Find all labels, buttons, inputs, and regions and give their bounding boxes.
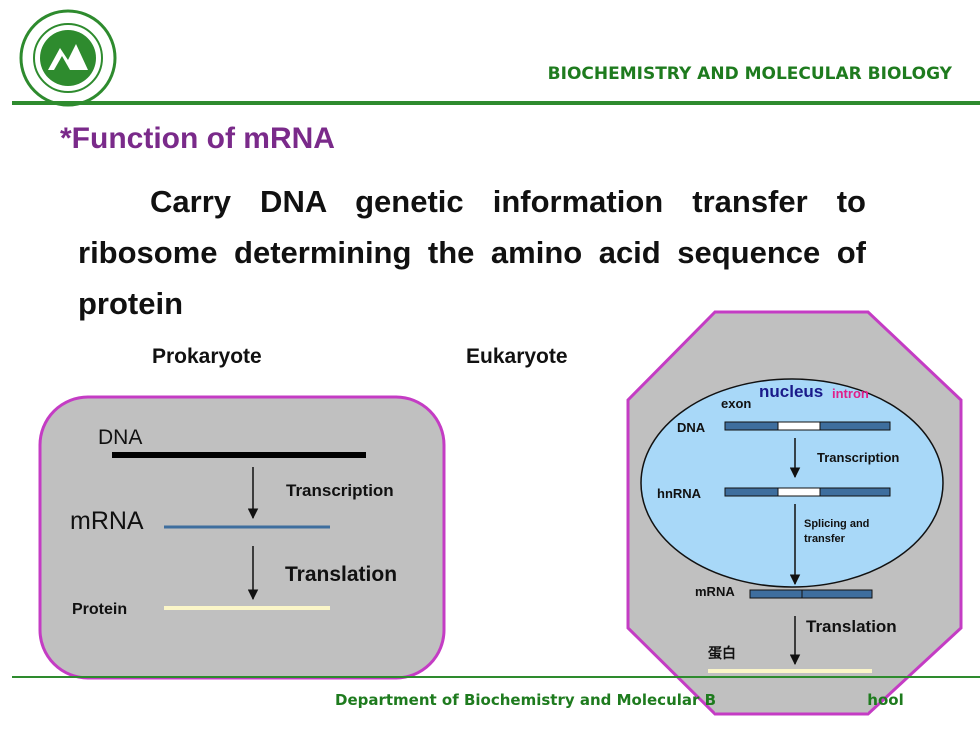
header-divider <box>12 101 980 105</box>
prokaryote-panel <box>38 395 446 680</box>
footer-divider <box>12 676 980 678</box>
footer-text: Department of Biochemistry and Molecular… <box>335 691 904 709</box>
eukaryote-transcription-label: Transcription <box>817 450 899 465</box>
hnrna-label: hnRNA <box>657 486 702 501</box>
eukaryote-protein-label: 蛋白 <box>708 645 736 661</box>
eukaryote-dna-label: DNA <box>677 420 706 435</box>
prokaryote-mrna-label: mRNA <box>70 507 144 535</box>
prokaryote-dna-label: DNA <box>98 426 142 449</box>
prokaryote-translation-label: Translation <box>285 563 397 586</box>
dna-exon-2 <box>819 421 891 431</box>
slide-title: *Function of mRNA <box>60 122 335 155</box>
mature-mrna-exon-2 <box>801 589 873 599</box>
mature-mrna-exon-1 <box>749 589 803 599</box>
dna-exon-1 <box>724 421 779 431</box>
nucleus <box>640 378 944 588</box>
exon-label: exon <box>721 396 751 411</box>
intron-label: intron <box>832 386 869 401</box>
university-seal-icon <box>19 9 117 107</box>
eukaryote-mrna-label: mRNA <box>695 584 735 599</box>
prokaryote-transcription-label: Transcription <box>286 481 394 500</box>
eukaryote-translation-label: Translation <box>806 617 897 636</box>
slide-body-text: Carry DNA genetic information transfer t… <box>78 184 866 321</box>
eukaryote-heading: Eukaryote <box>466 345 568 368</box>
nucleus-label: nucleus <box>759 382 823 401</box>
hnrna-exon-2 <box>819 487 891 497</box>
header-title: BIOCHEMISTRY AND MOLECULAR BIOLOGY <box>547 64 952 84</box>
dna-intron <box>777 421 821 431</box>
hnrna-intron <box>777 487 821 497</box>
hnrna-exon-1 <box>724 487 779 497</box>
splicing-label-line-2: transfer <box>804 533 846 545</box>
prokaryote-heading: Prokaryote <box>152 345 262 368</box>
splicing-label-line-1: Splicing and <box>804 518 869 530</box>
prokaryote-protein-label: Protein <box>72 601 127 618</box>
